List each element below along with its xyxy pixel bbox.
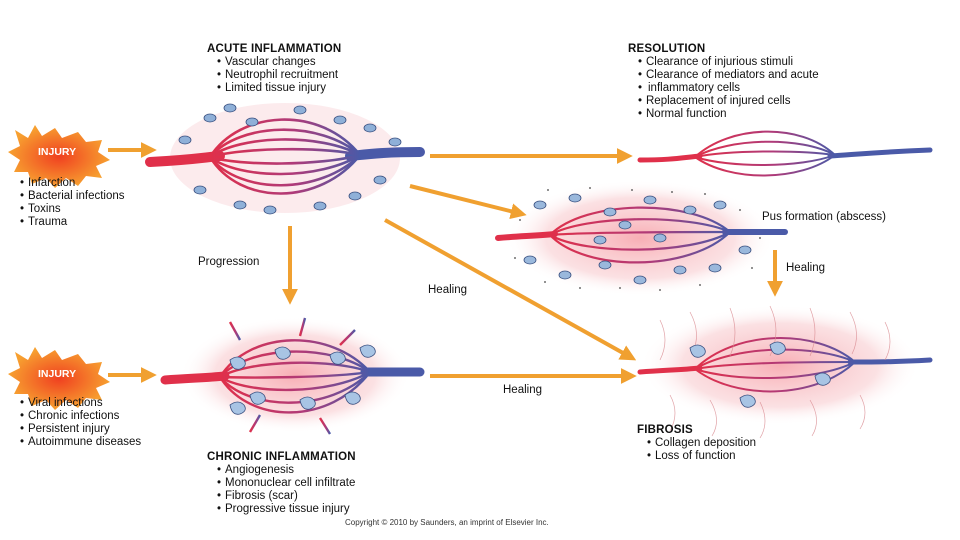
healing-label-right: Healing [786,262,825,274]
healing-label-bottom: Healing [503,384,542,396]
resolution-item: Normal function [636,108,819,121]
injury-bottom-causes: Viral infections Chronic infections Pers… [18,397,141,449]
pus-formation-label: Pus formation (abscess) [762,211,886,223]
injury-cause: Trauma [18,216,125,229]
arrow-acute-to-abscess [409,184,527,220]
acute-inflammation-title: ACUTE INFLAMMATION [207,43,342,55]
fibrosis-block: FIBROSIS Collagen deposition Loss of fun… [637,424,756,463]
resolution-vessels [637,130,933,177]
chronic-inflammation-title: CHRONIC INFLAMMATION [207,451,356,463]
injury-top-causes: Infarction Bacterial infections Toxins T… [18,177,125,229]
acute-item: Vascular changes [215,56,341,69]
healing-label-diagonal: Healing [428,284,467,296]
resolution-item-continued: inflammatory cells [636,82,819,95]
resolution-title: RESOLUTION [628,43,706,55]
injury-star-bottom [8,347,110,410]
chronic-inflammation-block: CHRONIC INFLAMMATION Angiogenesis Mononu… [207,451,356,516]
acute-item: Neutrophil recruitment [215,69,341,82]
copyright-notice: Copyright © 2010 by Saunders, an imprint… [345,518,549,527]
resolution-item: Clearance of injurious stimuli [636,56,819,69]
injury-cause: Persistent injury [18,423,141,436]
acute-vessels [145,103,425,215]
injury-star-top [8,125,110,188]
injury-label-bottom: INJURY [38,368,77,380]
injury-cause: Autoimmune diseases [18,436,141,449]
injury-cause: Bacterial infections [18,190,125,203]
chronic-item: Progressive tissue injury [215,503,356,516]
fibrosis-title: FIBROSIS [637,424,693,436]
resolution-block: RESOLUTION Clearance of injurious stimul… [628,43,819,121]
arrow-acute-to-fibrosis [384,218,637,361]
resolution-item: Replacement of injured cells [636,95,819,108]
chronic-vessels [160,317,425,435]
abscess-vessels [495,180,788,296]
injury-cause: Viral infections [18,397,141,410]
injury-cause: Toxins [18,203,125,216]
resolution-item: Clearance of mediators and acute [636,69,819,82]
acute-inflammation-block: ACUTE INFLAMMATION Vascular changes Neut… [207,43,341,95]
chronic-item: Fibrosis (scar) [215,490,356,503]
chronic-item: Angiogenesis [215,464,356,477]
fibrosis-item: Loss of function [645,450,756,463]
injury-label-top: INJURY [38,146,77,158]
injury-cause: Chronic infections [18,410,141,423]
injury-cause: Infarction [18,177,125,190]
chronic-item: Mononuclear cell infiltrate [215,477,356,490]
flow-arrows [108,142,783,384]
fibrosis-vessels [637,305,933,439]
acute-item: Limited tissue injury [215,82,341,95]
progression-label: Progression [198,256,260,268]
resolution-item-continued-text: inflammatory cells [648,82,741,94]
fibrosis-item: Collagen deposition [645,437,756,450]
